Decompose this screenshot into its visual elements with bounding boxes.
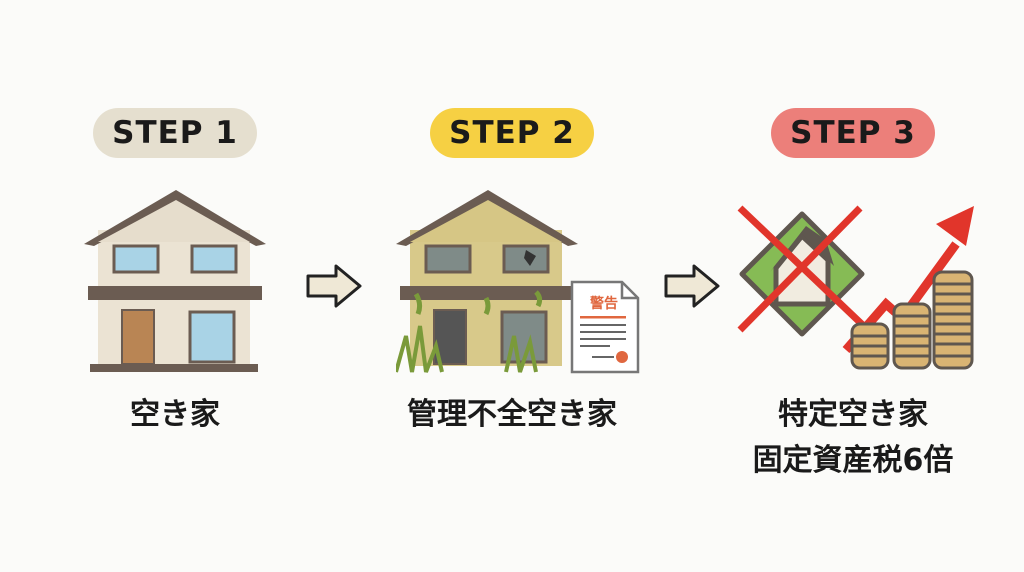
step-1-badge: STEP 1 <box>93 108 257 158</box>
step-3-label-line2: 固定資産税6倍 <box>752 443 954 478</box>
step-3-badge: STEP 3 <box>771 108 935 158</box>
step-1-label: 空き家 <box>130 397 220 432</box>
house-icon <box>84 190 266 372</box>
step-3-label: 特定空き家 固定資産税6倍 <box>703 392 1003 484</box>
right-arrow-icon <box>664 264 720 308</box>
step-2-badge: STEP 2 <box>430 108 594 158</box>
tax-increase-illustration <box>737 205 974 370</box>
step-2-label: 管理不全空き家 <box>407 397 617 432</box>
document-title: 警告 <box>590 295 618 312</box>
right-arrow-icon <box>306 264 362 308</box>
cross-mark-icon <box>737 205 871 333</box>
coin-stacks-icon <box>850 270 974 370</box>
land-house-icon <box>739 211 865 337</box>
warning-document-icon: 警告 <box>570 280 640 374</box>
step-3-label-line1: 特定空き家 <box>778 397 928 432</box>
neglected-house-icon <box>396 190 578 373</box>
